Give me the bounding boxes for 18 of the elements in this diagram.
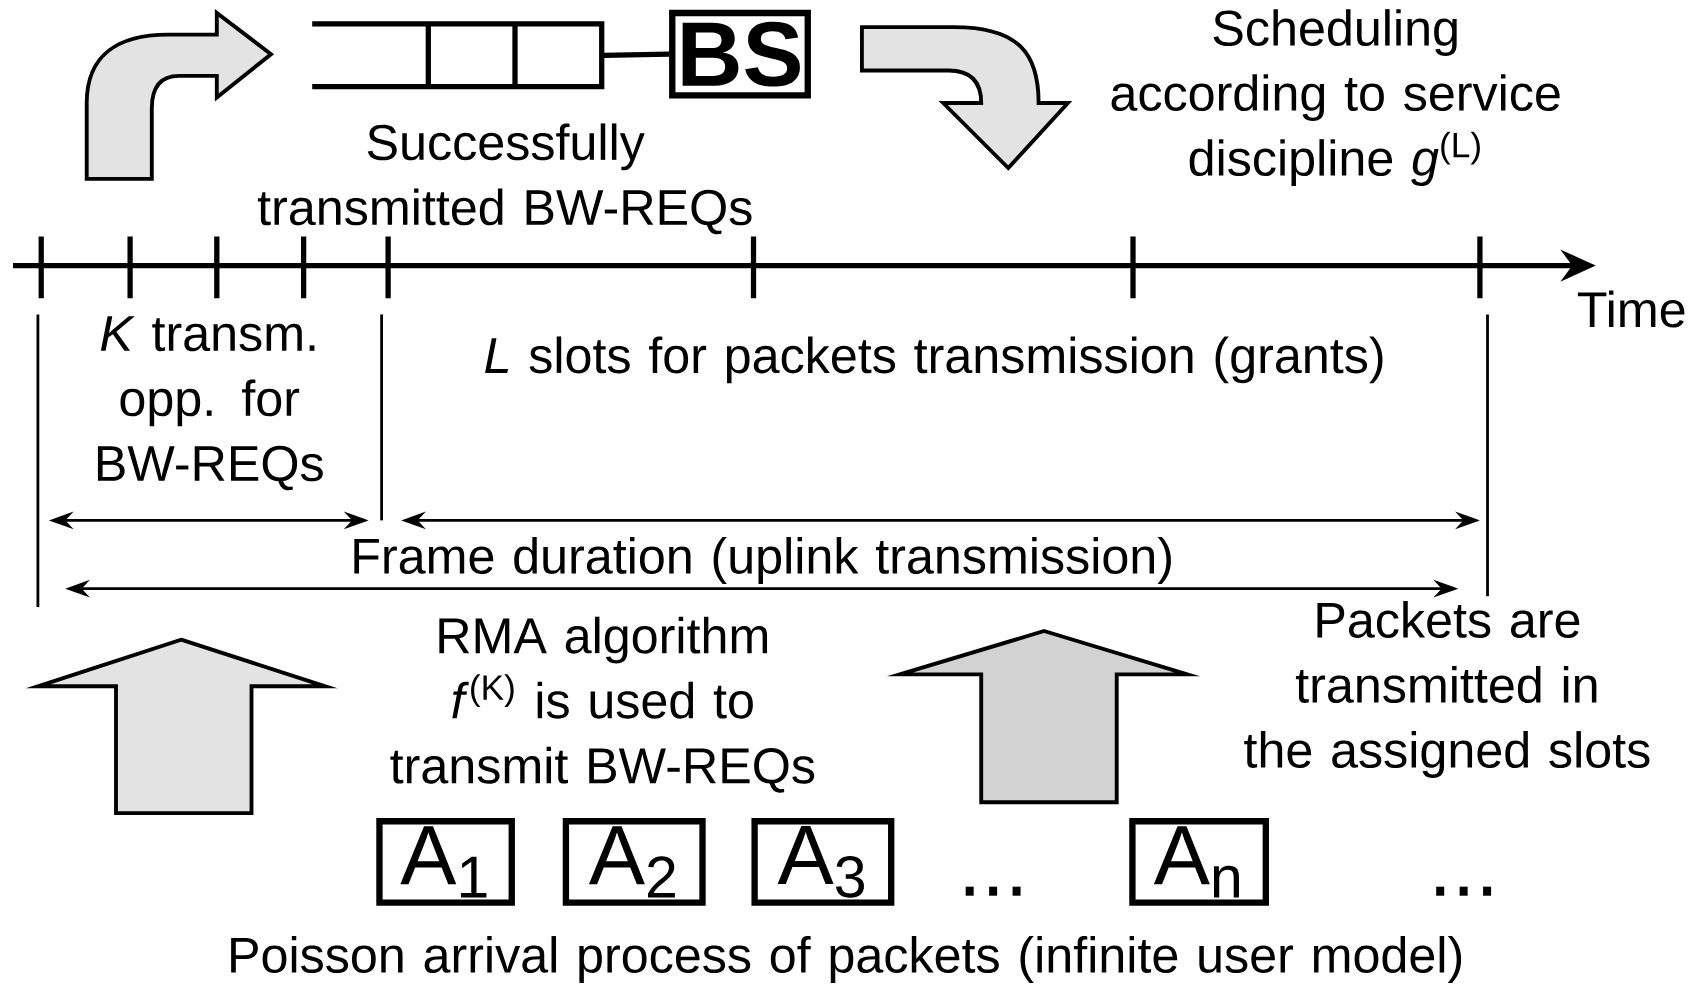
caption-text: K transm. opp. for BW-REQs [97,316,323,491]
axis-label: Time [1577,290,1685,328]
connector-line [603,51,670,58]
caption-text: Successfully transmitted BW-REQs [257,123,752,235]
queue-drawing [309,21,605,90]
labeled-box: A$_{3}$ [751,818,895,906]
caption-text: Poisson arrival process of packets (infinite user model) [231,936,1462,983]
ellipsis: ... [965,886,1021,896]
caption-text: Packets are transmitted in the assigned slots [1244,601,1650,778]
caption-text: RMA algorithm f$^{(K)}$ is used to transmit BW-REQs [390,616,815,793]
caption-text: L slots for packets transmission (grants) [485,336,1383,384]
labeled-box: BS [669,9,811,99]
labeled-box: A$_{1}$ [376,818,515,906]
caption-text: Scheduling according to service discipline g$^{(L)}$ [1111,9,1560,186]
ellipsis: ... [1436,886,1492,896]
dimension-label: Frame duration (uplink transmission) [354,537,1171,584]
labeled-box: A$_{2}$ [562,818,706,906]
labeled-box: A$_{n}$ [1129,818,1269,906]
